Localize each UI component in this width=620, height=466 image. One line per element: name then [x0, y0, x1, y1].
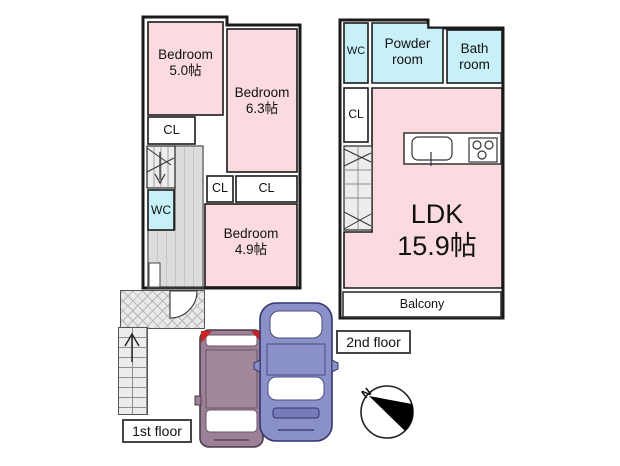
compass-icon — [360, 385, 414, 439]
second-floor-plan — [338, 18, 505, 320]
hallway-outline — [147, 145, 204, 289]
first-floor-plan — [124, 15, 302, 362]
car-sedan-windshield — [267, 376, 325, 401]
room-powder-shape — [371, 22, 444, 84]
room-powder-label: Powder room — [384, 36, 431, 67]
second-floor-caption: 2nd floor — [336, 330, 411, 354]
room-bedroom3-shape — [204, 203, 298, 288]
car-sedan-rear-window — [269, 310, 323, 339]
stairs-first-floor — [146, 145, 176, 189]
car-sedan-mirror-left — [253, 359, 261, 373]
room-wc2-shape — [343, 22, 369, 84]
car-wagon-roof — [205, 349, 258, 409]
car-wagon-mirror-left — [194, 395, 202, 406]
approach-arrow — [124, 332, 140, 362]
room-closet1-shape — [147, 116, 196, 145]
car-wagon-windshield — [205, 409, 258, 433]
compass-needle — [369, 396, 414, 431]
room-bath-label: Bath room — [459, 41, 490, 72]
approach-steps — [118, 327, 148, 415]
car-sedan-roof — [266, 343, 326, 376]
room-closet4-label: CL — [348, 107, 364, 121]
room-wc1-shape — [147, 189, 175, 231]
entrance-door-swing — [169, 290, 198, 319]
car-sedan-grille — [272, 407, 320, 419]
room-closet2-label: CL — [212, 181, 228, 195]
room-closet3-label: CL — [258, 181, 275, 195]
stove-icon — [468, 137, 498, 163]
entrance-step-box — [148, 262, 161, 288]
first-floor-outline — [141, 15, 302, 290]
room-closet2-shape — [206, 175, 234, 203]
room-closet1-label: CL — [163, 122, 180, 137]
car-sedan-mirror-right — [331, 359, 339, 373]
balcony-shape — [342, 291, 502, 318]
room-bath-shape — [446, 29, 503, 84]
kitchen-counter — [403, 132, 502, 166]
balcony-label: Balcony — [399, 297, 445, 311]
room-bedroom1-shape — [147, 21, 224, 116]
room-wc2-label: WC — [346, 45, 366, 57]
car-wagon-rear-window — [205, 334, 258, 347]
car-sedan — [253, 302, 339, 442]
room-closet4-shape — [343, 87, 369, 143]
room-closet3-shape — [235, 175, 298, 203]
hallway-vertical — [176, 147, 202, 287]
car-wagon — [194, 329, 269, 448]
first-floor-caption: 1st floor — [122, 419, 192, 443]
stairs-second-floor — [343, 145, 373, 231]
room-wc1-label: WC — [151, 203, 171, 217]
room-bedroom2-shape — [226, 28, 298, 173]
car-wagon-left-marker — [201, 331, 212, 343]
kitchen-sink-icon — [411, 136, 453, 161]
